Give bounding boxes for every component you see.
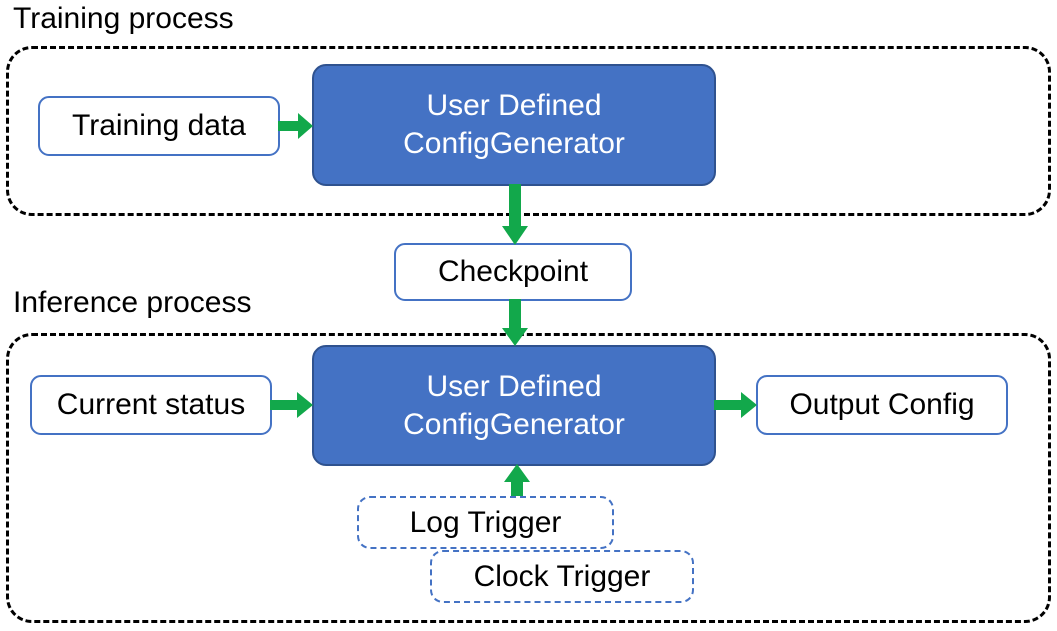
clock-trigger-box[interactable]: Clock Trigger: [430, 550, 694, 603]
training-process-container: [6, 46, 1051, 216]
training-generator-label-line2: ConfigGenerator: [403, 127, 625, 160]
output-config-box[interactable]: Output Config: [756, 375, 1008, 435]
arrow-training-data-to-generator-icon: [278, 112, 314, 140]
inference-generator-label-line1: User Defined: [426, 369, 602, 403]
current-status-label: Current status: [56, 388, 246, 421]
training-data-label: Training data: [72, 109, 246, 142]
training-data-box[interactable]: Training data: [38, 96, 280, 156]
inference-config-generator-box[interactable]: User Defined ConfigGenerator: [312, 345, 716, 466]
arrow-generator-to-checkpoint-icon: [501, 184, 529, 246]
checkpoint-box[interactable]: Checkpoint: [394, 243, 632, 301]
checkpoint-label: Checkpoint: [437, 255, 589, 288]
current-status-box[interactable]: Current status: [30, 375, 272, 435]
output-config-label: Output Config: [789, 388, 975, 421]
inference-process-title: Inference process: [13, 286, 252, 319]
training-generator-label-line1: User Defined: [426, 89, 602, 122]
arrow-checkpoint-to-generator-icon: [501, 299, 529, 347]
log-trigger-label: Log Trigger: [409, 505, 562, 539]
inference-process-container: [6, 333, 1051, 623]
arrow-generator-to-output-config-icon: [714, 391, 758, 419]
log-trigger-box[interactable]: Log Trigger: [357, 496, 614, 549]
inference-generator-label-line2: ConfigGenerator: [403, 407, 625, 441]
arrow-triggers-to-generator-icon: [503, 464, 531, 504]
training-process-title: Training process: [13, 2, 234, 35]
clock-trigger-label: Clock Trigger: [473, 559, 651, 593]
training-config-generator-box[interactable]: User Defined ConfigGenerator: [312, 64, 716, 186]
arrow-current-status-to-generator-icon: [270, 391, 314, 419]
